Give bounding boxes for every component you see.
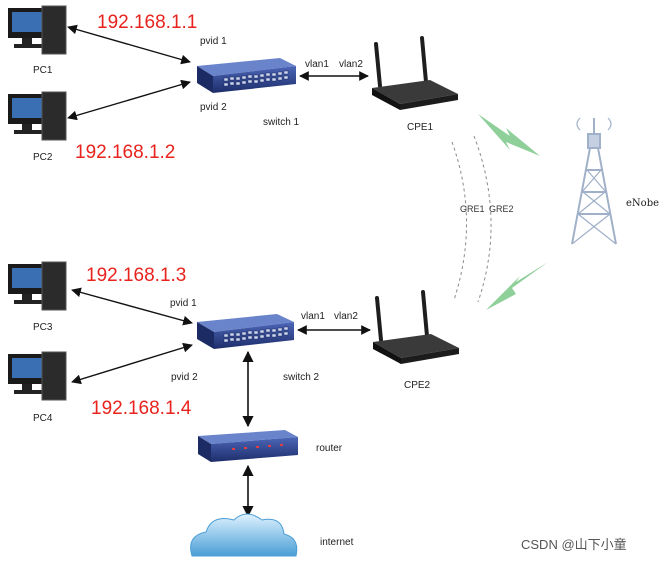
- pc4-computer-icon: [8, 351, 67, 401]
- gre1-label: GRE1: [460, 204, 485, 214]
- pc3-ip-address: 192.168.1.3: [86, 265, 186, 286]
- switch2-vlan2-label: vlan2: [334, 311, 358, 322]
- wireless-signal-icon-upper: [478, 114, 540, 156]
- pc2-computer-icon: [8, 91, 67, 141]
- gre2-tunnel-line: [473, 135, 492, 303]
- cpe2-router-icon: [373, 290, 459, 364]
- pc2-label: PC2: [33, 152, 53, 163]
- link-pc1-switch1: [67, 24, 191, 65]
- router-icon: [198, 430, 298, 462]
- pc4-ip-address: 192.168.1.4: [91, 398, 192, 419]
- switch2-pvid2-label: pvid 2: [171, 372, 198, 383]
- cpe1-label: CPE1: [407, 122, 434, 133]
- gre2-label: GRE2: [489, 204, 514, 214]
- pc4-label: PC4: [33, 413, 53, 424]
- switch2-pvid1-label: pvid 1: [170, 298, 197, 309]
- switch1-vlan2-label: vlan2: [339, 59, 363, 70]
- switch1-pvid1-label: pvid 1: [200, 36, 227, 47]
- gre1-tunnel-line: [451, 141, 467, 301]
- internet-cloud-icon: [190, 513, 298, 557]
- switch2-vlan1-label: vlan1: [301, 311, 325, 322]
- pc1-ip-address: 192.168.1.1: [97, 12, 197, 33]
- cpe2-label: CPE2: [404, 380, 431, 391]
- switch1-pvid2-label: pvid 2: [200, 102, 227, 113]
- pc2-ip-address: 192.168.1.2: [75, 142, 175, 163]
- pc3-label: PC3: [33, 322, 53, 333]
- link-pc2-switch1: [67, 79, 191, 121]
- enobe-tower-icon: [571, 117, 617, 245]
- switch1-icon: [197, 58, 296, 93]
- csdn-watermark: CSDN @山下小童: [521, 537, 627, 552]
- pc3-computer-icon: [8, 261, 67, 311]
- router-label: router: [316, 443, 343, 454]
- pc1-computer-icon: [8, 5, 67, 55]
- link-pc3-switch2: [71, 287, 193, 326]
- enobe-label: eNobe: [626, 198, 659, 209]
- cpe1-router-icon: [372, 36, 458, 110]
- switch1-vlan1-label: vlan1: [305, 59, 329, 70]
- internet-label: internet: [320, 537, 354, 548]
- wireless-signal-icon-lower: [486, 262, 548, 310]
- pc1-label: PC1: [33, 65, 53, 76]
- switch2-label: switch 2: [283, 372, 320, 383]
- switch1-label: switch 1: [263, 117, 300, 128]
- link-pc4-switch2: [71, 342, 193, 385]
- switch2-icon: [197, 314, 294, 349]
